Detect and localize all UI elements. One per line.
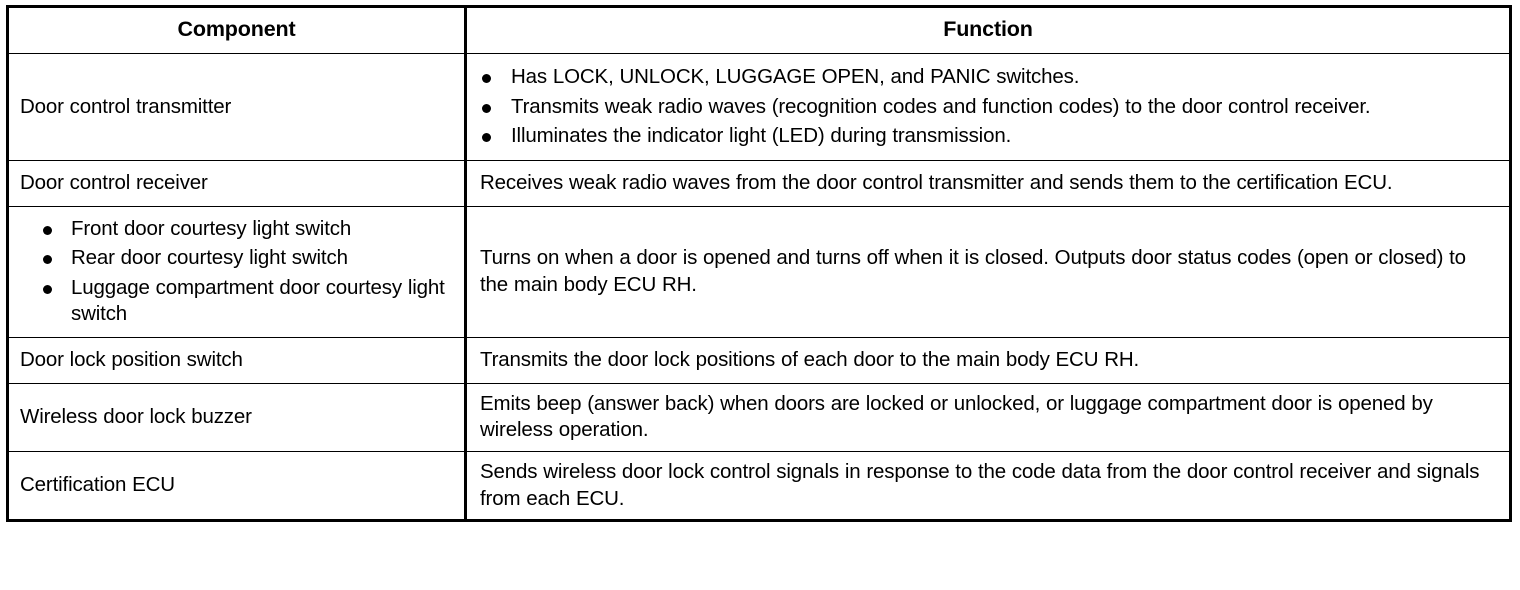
function-description: Emits beep (answer back) when doors are … <box>467 384 1509 451</box>
component-name: Wireless door lock buzzer <box>20 405 252 429</box>
function-description: Has LOCK, UNLOCK, LUGGAGE OPEN, and PANI… <box>467 54 1509 160</box>
component-name: Door lock position switch <box>20 348 243 372</box>
function-paragraph: Transmits the door lock positions of eac… <box>480 348 1140 372</box>
list-item-label: Transmits weak radio waves (recognition … <box>511 94 1371 118</box>
cell-function: Turns on when a door is opened and turns… <box>464 205 1511 339</box>
list-item-label: Front door courtesy light switch <box>71 216 352 240</box>
function-description: Sends wireless door lock control signals… <box>467 452 1509 519</box>
list-item-label: Rear door courtesy light switch <box>71 246 348 270</box>
cell-function: Transmits the door lock positions of eac… <box>464 337 1511 384</box>
table-header-row: Component Function <box>7 6 1511 54</box>
column-header-component: Component <box>7 6 466 54</box>
component-bullet-group: Front door courtesy light switch Rear do… <box>9 207 464 338</box>
list-item: Has LOCK, UNLOCK, LUGGAGE OPEN, and PANI… <box>480 64 1499 91</box>
function-paragraph: Sends wireless door lock control signals… <box>480 459 1480 510</box>
function-paragraph: Turns on when a door is opened and turns… <box>480 246 1466 296</box>
column-header-function-label: Function <box>943 17 1033 41</box>
list-item-label: Illuminates the indicator light (LED) du… <box>511 124 1012 148</box>
cell-component: Wireless door lock buzzer <box>7 382 466 452</box>
table-header: Component Function <box>7 6 1511 54</box>
table-body: Door control transmitter Has LOCK, UNLOC… <box>7 52 1511 522</box>
table-row: Certification ECU Sends wireless door lo… <box>7 450 1511 522</box>
bullet-icon <box>43 225 52 235</box>
function-description: Turns on when a door is opened and turns… <box>467 235 1509 308</box>
function-paragraph: Emits beep (answer back) when doors are … <box>480 391 1433 442</box>
table-row: Door lock position switch Transmits the … <box>7 337 1511 384</box>
component-name: Door control transmitter <box>20 94 232 118</box>
function-bullet-list: Has LOCK, UNLOCK, LUGGAGE OPEN, and PANI… <box>480 64 1499 150</box>
cell-component: Certification ECU <box>7 450 466 522</box>
list-item: Illuminates the indicator light (LED) du… <box>480 123 1499 150</box>
table-row: Door control transmitter Has LOCK, UNLOC… <box>7 52 1511 161</box>
column-header-component-label: Component <box>177 17 296 41</box>
table-row: Front door courtesy light switch Rear do… <box>7 205 1511 339</box>
bullet-icon <box>43 284 52 294</box>
component-name: Certification ECU <box>20 473 175 497</box>
cell-component: Front door courtesy light switch Rear do… <box>7 205 466 339</box>
bullet-icon <box>482 133 491 143</box>
cell-function: Sends wireless door lock control signals… <box>464 450 1511 522</box>
column-header-function: Function <box>464 6 1511 54</box>
component-function-table: Component Function Door control transmit… <box>6 5 1512 523</box>
component-name: Door control receiver <box>20 170 208 194</box>
cell-function: Receives weak radio waves from the door … <box>464 159 1511 207</box>
list-item: Rear door courtesy light switch <box>41 245 454 272</box>
function-description: Receives weak radio waves from the door … <box>467 163 1509 204</box>
list-item: Luggage compartment door courtesy light … <box>41 275 454 328</box>
component-bullet-list: Front door courtesy light switch Rear do… <box>41 216 454 329</box>
function-description: Transmits the door lock positions of eac… <box>467 340 1509 381</box>
cell-function: Emits beep (answer back) when doors are … <box>464 382 1511 452</box>
list-item-label: Has LOCK, UNLOCK, LUGGAGE OPEN, and PANI… <box>511 64 1080 88</box>
bullet-icon <box>482 103 491 113</box>
list-item: Front door courtesy light switch <box>41 216 454 243</box>
table-row: Door control receiver Receives weak radi… <box>7 159 1511 207</box>
list-item-label: Luggage compartment door courtesy light … <box>71 275 445 326</box>
cell-component: Door control transmitter <box>7 52 466 161</box>
bullet-icon <box>43 255 52 265</box>
list-item: Transmits weak radio waves (recognition … <box>480 94 1499 121</box>
cell-component: Door lock position switch <box>7 337 466 384</box>
bullet-icon <box>482 73 491 83</box>
cell-function: Has LOCK, UNLOCK, LUGGAGE OPEN, and PANI… <box>464 52 1511 161</box>
table-row: Wireless door lock buzzer Emits beep (an… <box>7 382 1511 452</box>
function-paragraph: Receives weak radio waves from the door … <box>480 170 1393 194</box>
cell-component: Door control receiver <box>7 159 466 207</box>
